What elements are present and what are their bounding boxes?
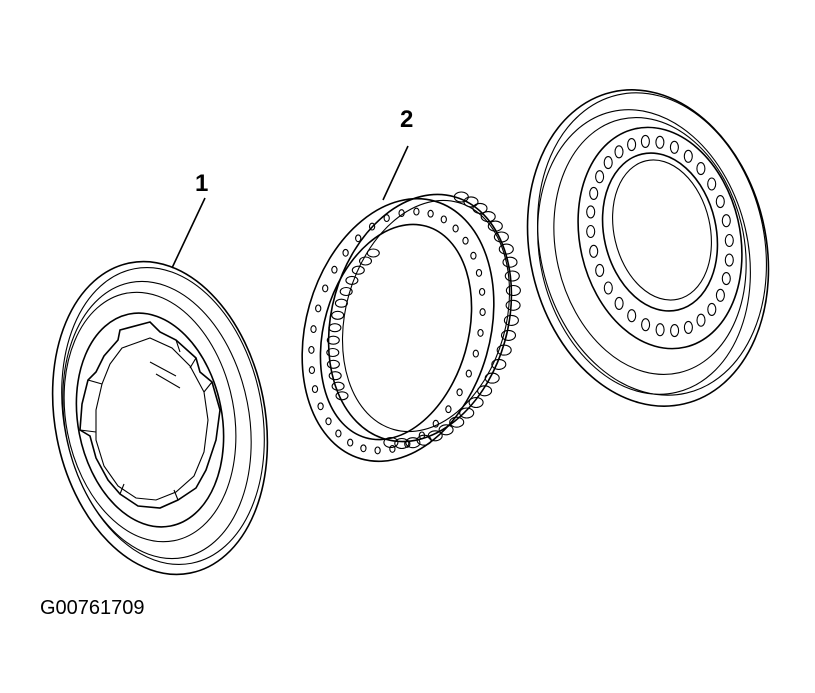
part-3-housing [526,89,770,407]
housing-spring-pockets [586,134,734,338]
figure-id: G00761709 [40,597,145,619]
ring-holes [308,207,486,455]
callout-label-1: 1 [195,170,209,197]
part-1-plate [51,197,269,576]
callout-label-2: 2 [400,106,414,133]
ring-springs [326,191,521,450]
part-2-spring-ring [301,145,521,463]
part-2-leader-line [382,145,409,201]
part-1-leader-line [171,197,206,269]
